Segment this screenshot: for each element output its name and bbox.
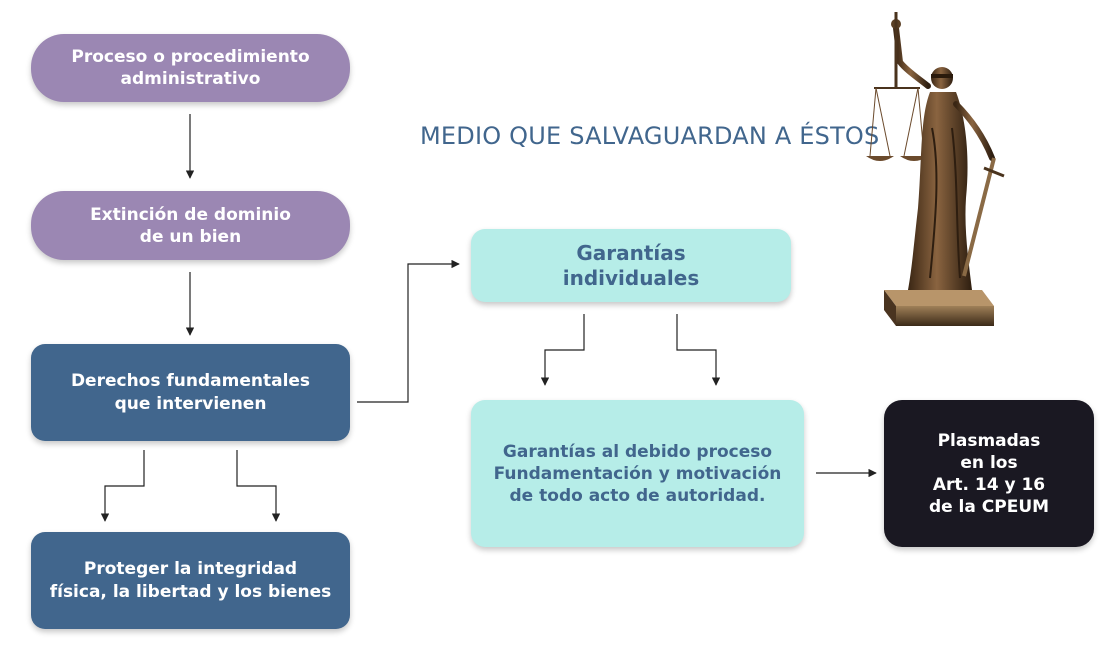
diagram-heading: MEDIO QUE SALVAGUARDAN A ÉSTOS	[420, 122, 880, 150]
arrow-derechos-to-garantias	[357, 259, 460, 403]
arrow-derechos-to-proteger-left	[100, 450, 145, 522]
lady-justice-statue-illustration	[866, 12, 1005, 326]
node-proteger-integridad: Proteger la integridad física, la libert…	[31, 532, 350, 629]
arrow-garantias-to-debido-right	[676, 314, 721, 386]
node-garantias-debido-proceso: Garantías al debido proceso Fundamentaci…	[471, 400, 804, 547]
node-proceso-administrativo: Proceso o procedimiento administrativo	[31, 34, 350, 102]
node-plasmadas-cpeum: Plasmadas en los Art. 14 y 16 de la CPEU…	[884, 400, 1094, 547]
node-derechos-fundamentales: Derechos fundamentales que intervienen	[31, 344, 350, 441]
arrow-garantias-to-debido-left	[540, 314, 585, 386]
arrow-derechos-to-proteger-right	[236, 450, 281, 522]
node-extincion-de-dominio: Extinción de dominio de un bien	[31, 191, 350, 260]
node-garantias-individuales: Garantías individuales	[471, 229, 791, 302]
